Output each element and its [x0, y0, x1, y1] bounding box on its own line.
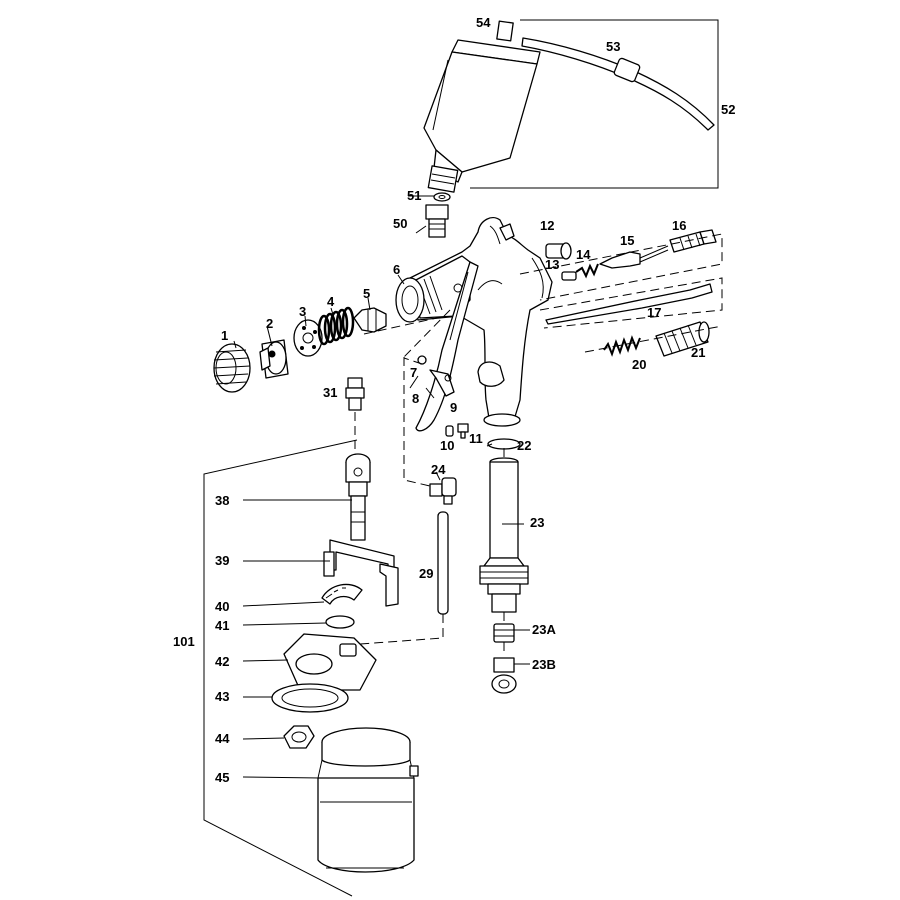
callout-41: 41: [215, 618, 229, 633]
elbow-24: [429, 477, 457, 505]
adaptor-tube-23: [479, 457, 529, 613]
air-cap-ring-1: [213, 343, 251, 393]
washer-51: [433, 192, 451, 202]
callout-54: 54: [476, 15, 491, 30]
callout-13: 13: [545, 257, 559, 272]
pressure-cup-45: [317, 727, 419, 873]
callout-7: 7: [410, 365, 417, 380]
spring-4: [317, 306, 355, 346]
hex-nut-44: [283, 725, 315, 749]
baffle-3: [293, 319, 323, 357]
callout-16: 16: [672, 218, 686, 233]
valve-body-12: [545, 242, 572, 260]
fluid-inlet-31: [345, 377, 365, 411]
callout-11: 11: [469, 431, 483, 446]
lid-gasket-43: [271, 683, 349, 713]
callout-3: 3: [299, 304, 306, 319]
screw-10: [445, 425, 454, 437]
cup-lid-42: [283, 633, 377, 691]
callout-50: 50: [393, 216, 407, 231]
callout-15: 15: [620, 233, 634, 248]
gun-body: [395, 217, 553, 427]
callout-53: 53: [606, 39, 620, 54]
cup-lid-stem-38: [345, 453, 371, 541]
air-valve-15: [599, 245, 669, 269]
callout-10: 10: [440, 438, 454, 453]
cup-adaptor-50: [425, 204, 449, 238]
callout-1: 1: [221, 328, 228, 343]
callout-51: 51: [407, 188, 421, 203]
callout-20: 20: [632, 357, 646, 372]
callout-17: 17: [647, 305, 661, 320]
gravity-cup-54: [423, 20, 541, 193]
bracket-101: [203, 439, 358, 897]
air-inlet-16: [669, 229, 717, 253]
callout-31: 31: [323, 385, 337, 400]
trigger-stud-9: [429, 369, 455, 397]
callout-44: 44: [215, 731, 230, 746]
callout-6: 6: [393, 262, 400, 277]
fluid-tube-29: [437, 511, 449, 615]
callout-29: 29: [419, 566, 433, 581]
trigger-8: [415, 261, 479, 432]
fluid-nozzle-5: [353, 307, 387, 333]
clamp-40: [321, 583, 363, 605]
callout-38: 38: [215, 493, 229, 508]
callout-45: 45: [215, 770, 229, 785]
callout-22: 22: [517, 438, 531, 453]
callout-14: 14: [576, 247, 591, 262]
callout-23a: 23A: [532, 622, 556, 637]
fluid-needle-17: [545, 283, 713, 325]
callout-23b: 23B: [532, 657, 556, 672]
screw-11: [457, 423, 469, 439]
callout-9: 9: [450, 400, 457, 415]
callout-4: 4: [327, 294, 335, 309]
callout-42: 42: [215, 654, 229, 669]
callout-21: 21: [691, 345, 705, 360]
callout-23: 23: [530, 515, 544, 530]
callout-39: 39: [215, 553, 229, 568]
valve-stem-14: [575, 263, 599, 279]
cup-vent-hose-53: [521, 37, 715, 131]
yoke-39: [323, 539, 399, 607]
callout-12: 12: [540, 218, 554, 233]
callout-24: 24: [431, 462, 446, 477]
needle-spring-20: [603, 335, 641, 357]
callout-52: 52: [721, 102, 735, 117]
adjusting-knob-21: [655, 321, 710, 357]
callout-40: 40: [215, 599, 229, 614]
valve-spring-13: [561, 271, 577, 281]
o-ring-22: [487, 438, 521, 450]
nut-23b: [491, 657, 517, 694]
callout-101: 101: [173, 634, 195, 649]
nipple-23a: [493, 623, 515, 643]
callout-8: 8: [412, 391, 419, 406]
callout-5: 5: [363, 286, 370, 301]
gasket-41: [325, 615, 355, 629]
bracket-52: [470, 19, 719, 189]
callout-2: 2: [266, 316, 273, 331]
air-cap-2: [259, 339, 289, 379]
callout-43: 43: [215, 689, 229, 704]
